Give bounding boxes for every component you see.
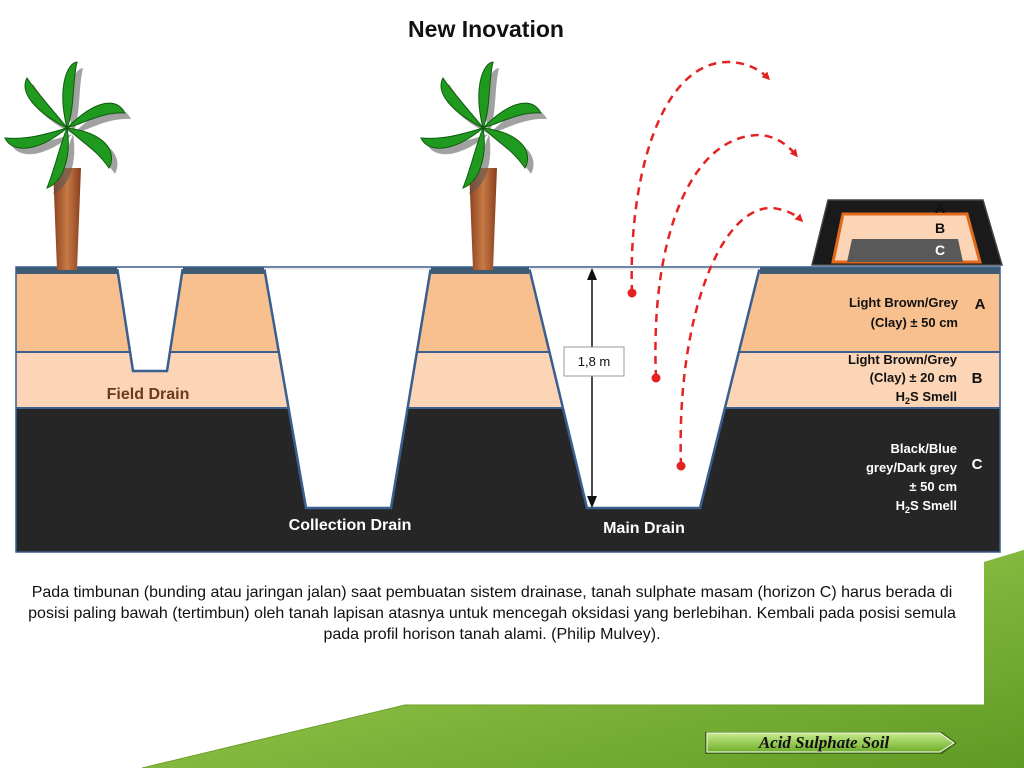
layer-c-line1: Black/Blue [891, 441, 957, 456]
depth-dimension: 1,8 m [563, 268, 625, 508]
layer-b-description: Light Brown/Grey (Clay) ± 20 cm H2S Smel… [848, 352, 983, 406]
layer-c-line4: H2S Smell [896, 498, 957, 515]
depth-label: 1,8 m [578, 354, 611, 369]
main-drain-label: Main Drain [603, 520, 685, 537]
layer-b-line2: (Clay) ± 20 cm [870, 370, 957, 385]
palm-tree-icon [420, 61, 547, 270]
field-drain-label: Field Drain [107, 386, 190, 403]
main-drain-trench [527, 267, 762, 510]
arrow-origin-dots [627, 288, 686, 471]
layer-c-letter: C [972, 456, 983, 473]
caption-text: Pada timbunan (bunding atau jaringan jal… [28, 584, 956, 643]
mound-letter-c: C [935, 242, 945, 258]
collection-drain-trench [262, 267, 433, 510]
layer-a-line2: (Clay) ± 50 cm [871, 315, 958, 330]
bund-mound: A B C [811, 199, 1004, 266]
collection-drain-label: Collection Drain [289, 517, 412, 534]
layer-b-line1: Light Brown/Grey [848, 352, 958, 367]
mound-letter-b: B [935, 220, 945, 236]
soil-layer-c [16, 408, 1000, 552]
palm-tree-icon [4, 61, 131, 270]
profile-frame [15, 266, 1001, 553]
footer-arrow-shape [705, 732, 957, 754]
field-drain-trench [115, 267, 185, 373]
soil-layer-b [16, 352, 1000, 408]
layer-c-description: Black/Blue grey/Dark grey ± 50 cm H2S Sm… [866, 441, 983, 515]
footer-title[interactable]: Acid Sulphate Soil [758, 733, 890, 752]
surface-caps [16, 267, 1000, 274]
layer-c-line2: grey/Dark grey [866, 460, 958, 475]
slide-title: New Inovation [408, 16, 564, 42]
layer-b-line3: H2S Smell [896, 389, 957, 406]
curved-dashed-arrow-icon [630, 60, 804, 467]
layer-a-description: Light Brown/Grey (Clay) ± 50 cm A [849, 295, 986, 330]
layer-a-line1: Light Brown/Grey [849, 295, 959, 310]
layer-c-line3: ± 50 cm [909, 479, 957, 494]
soil-profile [16, 267, 1000, 552]
layer-b-letter: B [972, 370, 983, 387]
slide-decoration [141, 550, 1024, 769]
mound-letter-a: A [935, 200, 945, 216]
layer-a-letter: A [975, 296, 986, 313]
